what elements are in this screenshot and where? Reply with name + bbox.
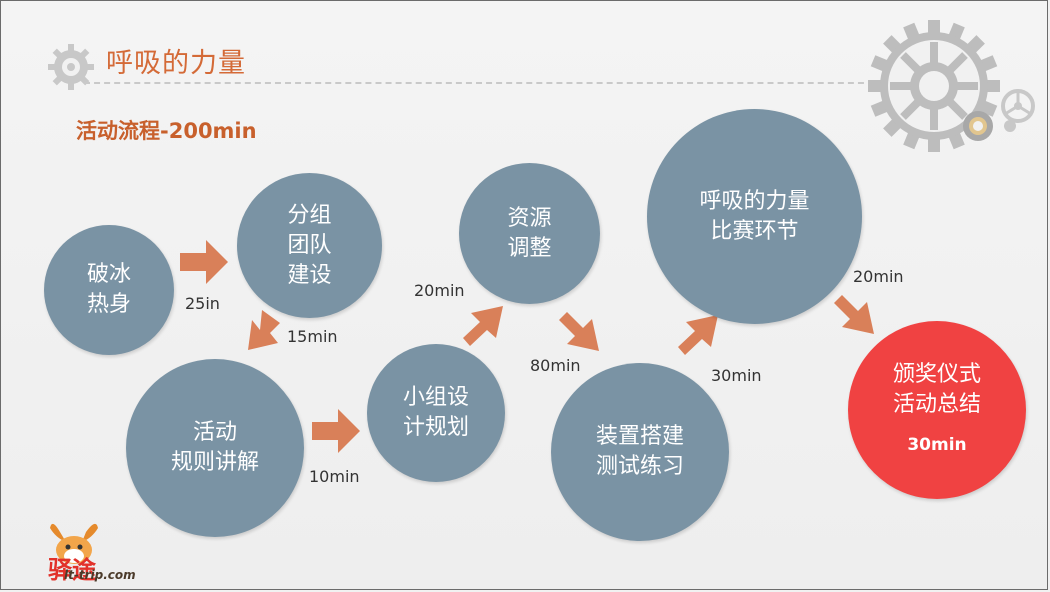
arrow-5 [559, 312, 599, 351]
node-icebreak: 破冰 热身 [44, 225, 174, 355]
duration-label-5: 80min [530, 356, 581, 375]
node-contest-line-2: 比赛环节 [710, 218, 799, 244]
node-rules-line-2: 规则讲解 [170, 450, 259, 475]
node-group: 分组 团队 建设 [237, 173, 382, 318]
node-build-line-1: 装置搭建 [595, 424, 684, 449]
process-subtitle: 活动流程-200min [76, 119, 257, 143]
node-plan: 小组设 计规划 [367, 344, 505, 482]
node-award-line-1: 颁奖仪式 [892, 362, 981, 387]
arrow-3 [312, 409, 360, 453]
node-award: 颁奖仪式 活动总结 30min [848, 321, 1026, 499]
dot-icon [1004, 120, 1016, 132]
node-icebreak-line-1: 破冰 [86, 262, 131, 287]
node-award-line-2: 活动总结 [892, 392, 981, 417]
page-title: 呼吸的力量 [106, 48, 246, 79]
duration-label-7: 20min [853, 267, 904, 286]
node-resource: 资源 调整 [459, 163, 600, 304]
wheel-icon [1001, 89, 1035, 123]
arrow-1 [180, 240, 228, 284]
node-plan-line-1: 小组设 [402, 385, 469, 410]
node-group-line-1: 分组 [287, 202, 332, 228]
node-resource-line-1: 资源 [507, 205, 552, 231]
arrow-2 [248, 310, 280, 350]
duration-label-6: 30min [711, 366, 762, 385]
node-icebreak-line-2: 热身 [86, 292, 131, 317]
node-build: 装置搭建 测试练习 [551, 363, 729, 541]
duration-label-2: 15min [287, 327, 338, 346]
logo-url: lt-trip.com [64, 568, 136, 582]
duration-label-3: 10min [309, 467, 360, 486]
node-award-time: 30min [907, 435, 967, 455]
brand-logo: 驿途 [48, 523, 98, 584]
node-rules-line-1: 活动 [192, 420, 237, 445]
header-divider [84, 82, 874, 84]
node-contest: 呼吸的力量 比赛环节 [647, 109, 862, 324]
duration-label-4: 20min [414, 281, 465, 300]
node-resource-line-2: 调整 [507, 235, 552, 261]
node-group-line-2: 团队 [287, 232, 332, 258]
node-contest-line-1: 呼吸的力量 [699, 188, 810, 214]
arrow-7 [834, 295, 874, 334]
large-gear-icon [868, 20, 1000, 152]
node-group-line-3: 建设 [287, 262, 332, 288]
logo-mark-text: 驿途 [48, 556, 97, 584]
duration-label-1: 25in [185, 294, 220, 313]
node-build-line-2: 测试练习 [595, 454, 684, 479]
node-plan-line-2: 计规划 [402, 415, 469, 440]
small-gear-icon [963, 111, 993, 141]
arrow-6 [678, 315, 718, 355]
node-rules: 活动 规则讲解 [126, 359, 304, 537]
arrow-4 [463, 306, 503, 346]
